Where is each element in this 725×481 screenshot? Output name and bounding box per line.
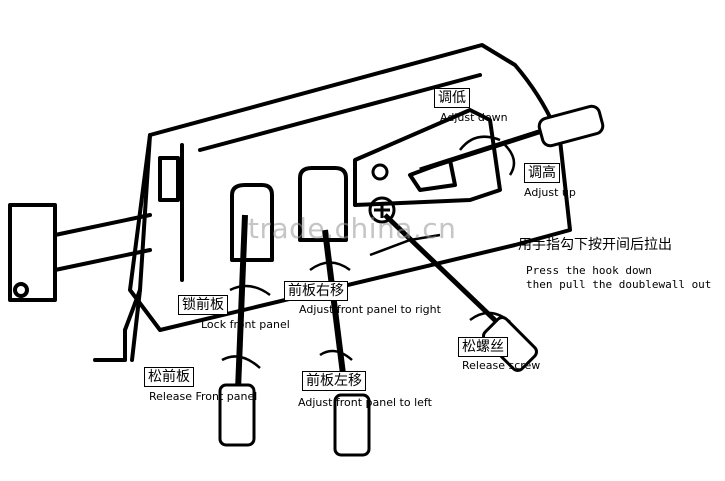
hook-en-line1: Press the hook down bbox=[526, 264, 652, 277]
screw-small-icon bbox=[371, 163, 389, 181]
hinge-arm-ridge bbox=[198, 73, 482, 152]
base-plate-edge bbox=[130, 288, 142, 362]
screwdriver-handle-middle bbox=[333, 393, 371, 457]
slot-middle bbox=[298, 166, 348, 242]
release-front-cn-label: 松前板 bbox=[144, 367, 194, 387]
hook-cn-label: 用手指勾下按开间后拉出 bbox=[518, 237, 672, 253]
right-housing bbox=[353, 108, 502, 207]
lock-front-en-label: Lock front panel bbox=[201, 318, 290, 331]
release-front-en-label: Release Front panel bbox=[149, 390, 258, 403]
front-left-en-label: Adjust front panel to left bbox=[298, 396, 432, 409]
cup-mount bbox=[8, 203, 57, 302]
base-plate bbox=[93, 328, 127, 362]
front-left-cn-label: 前板左移 bbox=[302, 371, 366, 391]
rotate-arrow-icon bbox=[459, 135, 501, 151]
release-screw-cn-label: 松螺丝 bbox=[458, 337, 508, 357]
adjust-up-en-label: Adjust up bbox=[524, 186, 576, 199]
adjust-down-en-label: Adjust down bbox=[440, 111, 508, 124]
adjust-down-cn-label: 调低 bbox=[434, 88, 470, 108]
front-right-en-label: Adjust front panel to right bbox=[299, 303, 441, 316]
front-right-cn-label: 前板右移 bbox=[284, 281, 348, 301]
slot-left bbox=[230, 183, 274, 262]
hook-en-line2: then pull the doublewall out bbox=[526, 278, 712, 291]
watermark-text: trade.china.cn bbox=[248, 212, 457, 245]
screw-icon bbox=[368, 196, 396, 224]
adjust-up-cn-label: 调高 bbox=[524, 163, 560, 183]
screwdriver-handle-left bbox=[218, 383, 256, 447]
lock-front-cn-label: 锁前板 bbox=[178, 295, 228, 315]
cup-mount-hole bbox=[13, 282, 29, 298]
hinge-arm-outline bbox=[128, 43, 572, 332]
cup-mount-arm bbox=[53, 213, 152, 272]
release-screw-en-label: Release screw bbox=[462, 359, 541, 372]
cup-window bbox=[158, 156, 180, 202]
rotate-arrow-icon bbox=[229, 284, 271, 297]
screwdriver-handle-top bbox=[537, 104, 605, 148]
